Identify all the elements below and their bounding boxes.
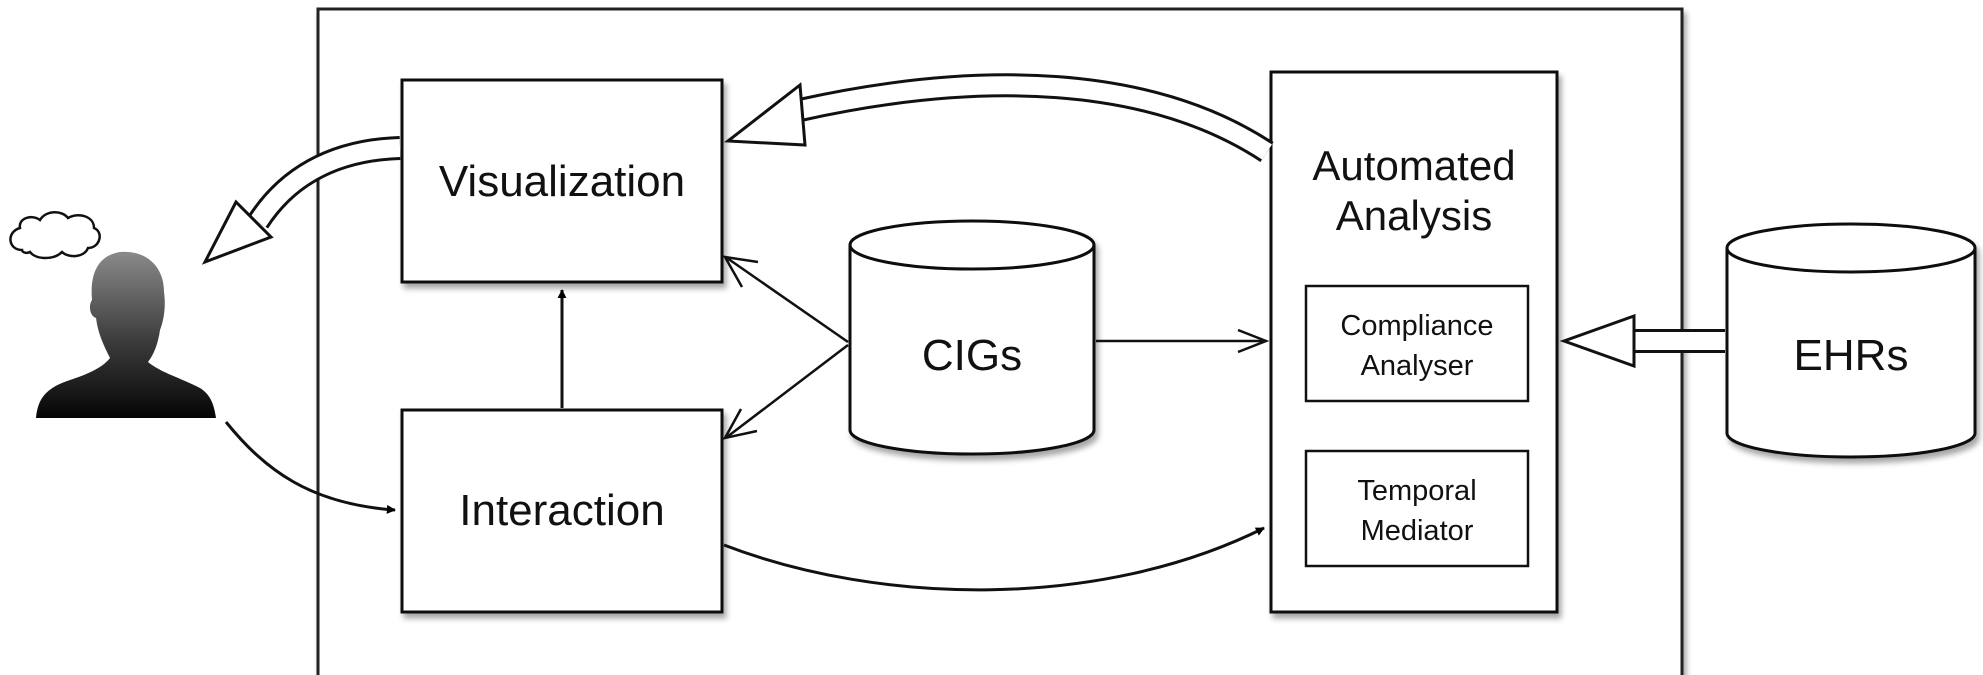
temporal-mediator-box: Temporal Mediator — [1304, 449, 1530, 568]
automated-analysis-label-line1: Automated — [1312, 142, 1515, 189]
temporal-mediator-label-line2: Mediator — [1361, 515, 1474, 547]
automated-analysis-label-line2: Analysis — [1336, 192, 1492, 239]
ehrs-label: EHRs — [1794, 331, 1909, 380]
interaction-label: Interaction — [459, 486, 664, 535]
cigs-to-interaction-arrow — [726, 344, 849, 438]
cigs-database-icon — [848, 219, 1096, 456]
temporal-mediator-label-line1: Temporal — [1357, 475, 1476, 507]
analysis-to-visualization-hollow-arrow — [723, 73, 1274, 163]
compliance-analyser-label-line1: Compliance — [1340, 310, 1493, 342]
cigs-label: CIGs — [922, 331, 1022, 380]
cigs-to-analysis-arrowhead — [1237, 328, 1270, 354]
visualization-label: Visualization — [439, 157, 685, 206]
compliance-analyser-label-line2: Analyser — [1361, 350, 1474, 382]
interaction-box: Interaction — [400, 408, 724, 614]
flow-arrows — [722, 255, 1270, 440]
visualization-to-user-hollow-arrow — [201, 136, 401, 265]
thought-cloud-icon — [9, 211, 101, 260]
compliance-analyser-box: Compliance Analyser — [1304, 284, 1530, 403]
cigs-to-visualization-arrowhead — [722, 255, 759, 288]
user-silhouette-icon — [36, 251, 216, 418]
ehrs-database-icon — [1725, 222, 1977, 459]
interaction-to-analysis-arrow — [723, 526, 1265, 592]
ehrs-to-analysis-hollow-arrow — [1559, 313, 1725, 369]
user-to-interaction-arrow — [224, 421, 396, 514]
cigs-to-interaction-arrowhead — [722, 408, 758, 440]
cigs-to-visualization-arrow — [726, 256, 849, 344]
visualization-box: Visualization — [400, 78, 724, 284]
